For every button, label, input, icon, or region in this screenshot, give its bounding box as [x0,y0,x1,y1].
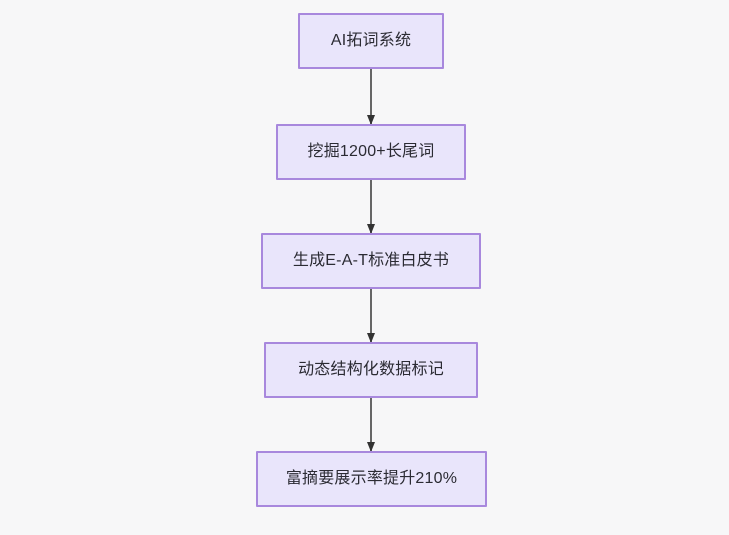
flowchart-node-label: 生成E-A-T标准白皮书 [292,252,450,270]
flowchart-node-rich-snippet-impression-uplift[interactable]: 富摘要展示率提升210% [256,451,487,507]
flowchart-node-label: 富摘要展示率提升210% [285,470,458,488]
flowchart-node-ai-keyword-system[interactable]: AI拓词系统 [298,13,444,69]
flowchart-node-dynamic-structured-data-markup[interactable]: 动态结构化数据标记 [264,342,478,398]
flowchart-node-label: AI拓词系统 [330,32,412,50]
flowchart-node-label: 动态结构化数据标记 [298,361,444,379]
flowchart-node-generate-eat-whitepaper[interactable]: 生成E-A-T标准白皮书 [261,233,481,289]
flowchart-node-label: 挖掘1200+长尾词 [307,143,435,161]
flowchart-node-mine-longtail-keywords[interactable]: 挖掘1200+长尾词 [276,124,466,180]
